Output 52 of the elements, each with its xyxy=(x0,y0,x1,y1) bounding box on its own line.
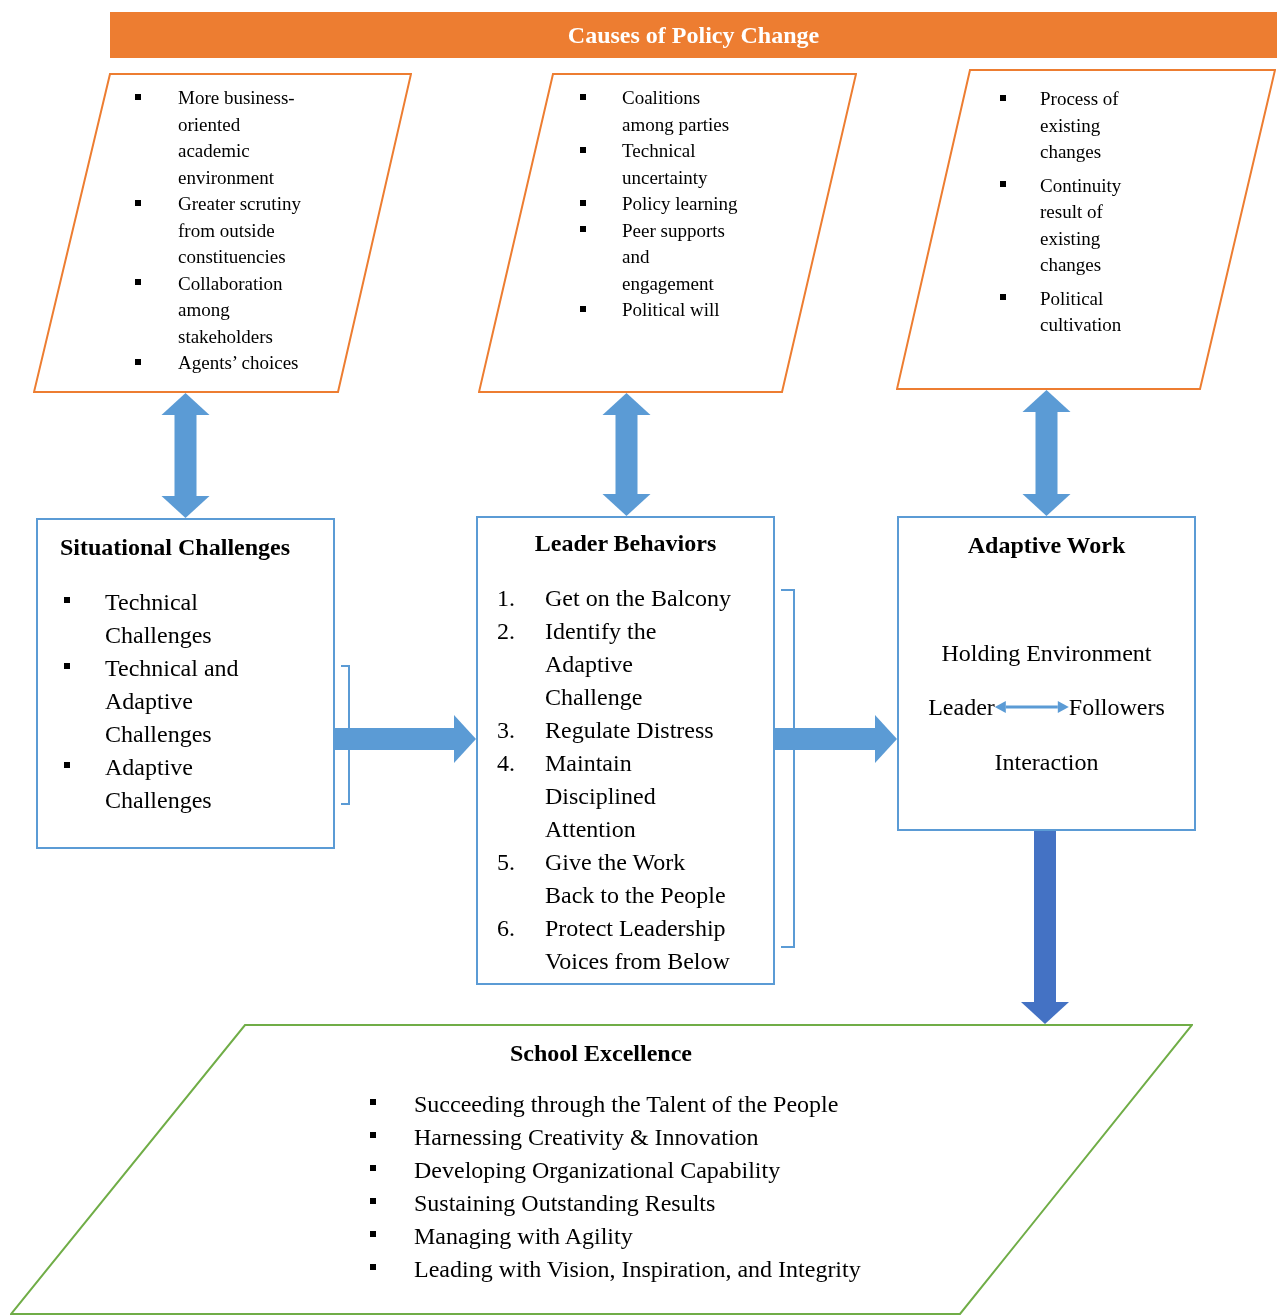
block-arrow xyxy=(161,393,210,518)
list-item: Maintain Disciplined Attention xyxy=(545,749,657,844)
rectangle-box xyxy=(36,518,335,849)
node-label: Followers xyxy=(1068,692,1165,722)
node-label: Leader xyxy=(928,692,995,722)
box-heading: Leader Behaviors xyxy=(533,529,718,558)
box-heading: Situational Challenges xyxy=(60,533,291,562)
title-banner: Causes of Policy Change xyxy=(110,12,1277,58)
double-arrow xyxy=(994,701,1069,713)
box-text: Holding Environment xyxy=(941,639,1152,668)
list-item: Agents’ choices xyxy=(178,351,300,375)
list-number: 4. xyxy=(497,749,516,778)
list-item: Collaboration among stakeholders xyxy=(178,271,284,349)
list-item: Get on the Balcony xyxy=(545,584,732,613)
list-item: Protect Leadership Voices from Below xyxy=(545,914,731,976)
box-heading: Adaptive Work xyxy=(967,531,1126,560)
list-item: Leading with Vision, Inspiration, and Integrity xyxy=(414,1255,861,1284)
rectangle-box xyxy=(897,516,1196,831)
list-item: Process of existing changes xyxy=(1040,87,1120,164)
box-heading: School Excellence xyxy=(510,1039,692,1068)
list-item: Technical Challenges xyxy=(105,588,213,650)
list-number: 5. xyxy=(497,848,516,877)
list-item: Sustaining Outstanding Results xyxy=(414,1189,716,1218)
list-item: Greater scrutiny from outside constituencies xyxy=(178,192,302,269)
rectangle-box xyxy=(476,516,775,985)
list-item: Technical and Adaptive Challenges xyxy=(105,654,240,749)
list-item: Give the Work Back to the People xyxy=(545,848,727,910)
list-item: Harnessing Creativity & Innovation xyxy=(414,1123,759,1152)
list-number: 2. xyxy=(497,617,516,646)
list-number: 1. xyxy=(497,584,516,613)
block-arrow xyxy=(775,715,897,763)
block-arrow xyxy=(1021,831,1069,1024)
block-arrow xyxy=(602,393,651,516)
list-item: Policy learning xyxy=(622,192,738,216)
block-arrow xyxy=(335,715,476,763)
list-item: Developing Organizational Capability xyxy=(414,1156,781,1185)
list-item: Succeeding through the Talent of the People xyxy=(414,1090,839,1119)
list-number: 3. xyxy=(497,716,516,745)
list-item: Adaptive Challenges xyxy=(105,753,213,815)
block-arrow xyxy=(1022,390,1071,516)
list-item: Identify the Adaptive Challenge xyxy=(545,617,658,712)
list-item: Regulate Distress xyxy=(545,716,715,745)
list-item: Peer supports and engagement xyxy=(622,218,726,296)
box-text: Interaction xyxy=(994,748,1099,777)
list-item: Managing with Agility xyxy=(414,1222,633,1251)
list-item: Political cultivation xyxy=(1040,286,1123,337)
list-number: 6. xyxy=(497,914,516,943)
list-item: Political will xyxy=(622,298,721,322)
list-item: More business-oriented academic environment xyxy=(178,86,296,190)
list-item: Coalitions among parties xyxy=(622,86,731,137)
list-item: Continuity result of existing changes xyxy=(1040,173,1123,277)
list-item: Technical uncertainty xyxy=(622,139,709,190)
